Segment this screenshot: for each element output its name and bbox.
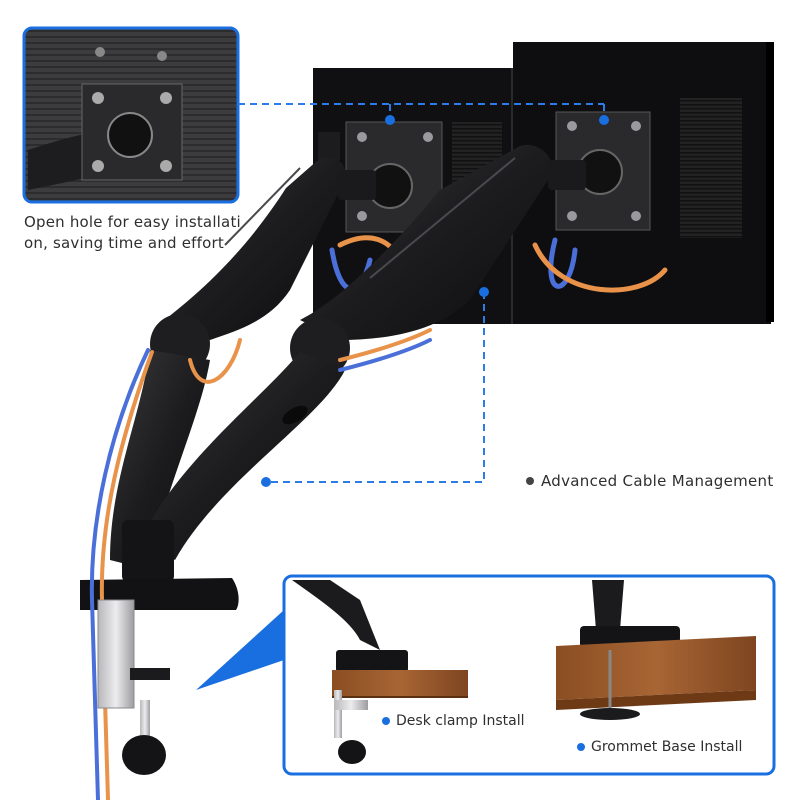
callout-dot-vesa-left <box>385 115 395 125</box>
desk-clamp <box>97 599 170 775</box>
bullet-clamp <box>382 717 390 725</box>
zoom-inset-vesa <box>22 26 240 204</box>
callout-lines <box>238 103 605 483</box>
caption-grommet-base: Grommet Base Install <box>591 739 743 755</box>
callout-dot-cable-arm <box>479 287 489 297</box>
bullet-grommet <box>577 743 585 751</box>
caption-open-hole: Open hole for easy installati on, saving… <box>24 213 241 252</box>
callout-dot-cable-clip <box>261 477 271 487</box>
callout-dots <box>261 115 609 487</box>
caption-cable-management: Advanced Cable Management <box>541 472 774 490</box>
inset-pointer <box>196 610 284 690</box>
callout-dot-vesa-right <box>599 115 609 125</box>
caption-desk-clamp: Desk clamp Install <box>396 713 525 729</box>
install-inset <box>196 574 776 776</box>
bullet-cable <box>526 477 534 485</box>
vent-right <box>680 98 742 238</box>
